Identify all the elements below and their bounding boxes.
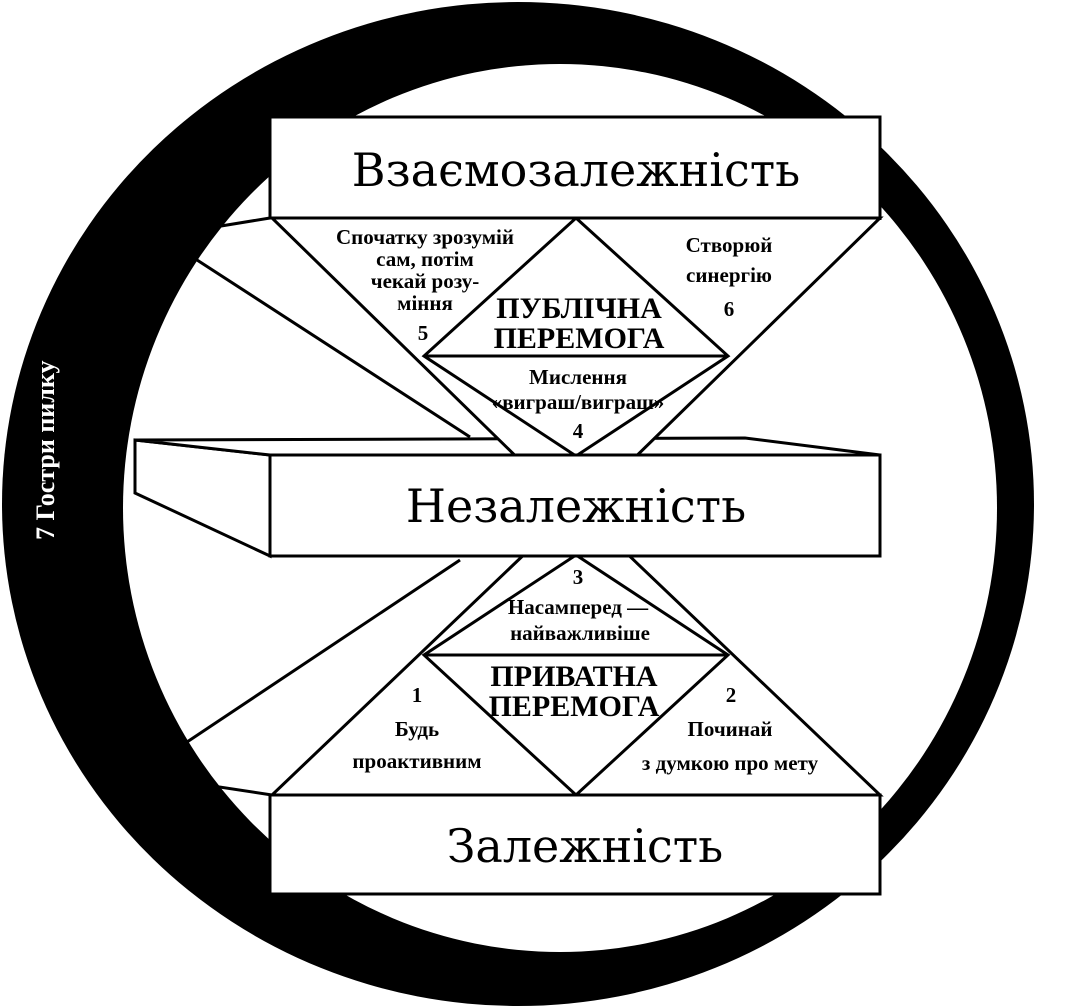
- habit6-line2: синергію: [686, 263, 772, 287]
- habit6-line1: Створюй: [686, 233, 773, 257]
- public-victory-line1: ПУБЛІЧНА: [496, 292, 662, 325]
- habit5-number: 5: [418, 321, 429, 345]
- habit4-number: 4: [573, 419, 584, 443]
- private-victory-line1: ПРИВАТНА: [490, 660, 657, 693]
- habit5-line3: чекай розу-: [371, 269, 479, 293]
- box-interdependence: [268, 115, 882, 220]
- public-victory-line2: ПЕРЕМОГА: [494, 322, 665, 355]
- habit3-line2: найважливіше: [510, 621, 650, 645]
- box-dependence: [268, 793, 882, 896]
- habit3-line1: Насамперед —: [508, 595, 649, 619]
- label-independence: Незалежність: [406, 479, 746, 533]
- habit2-line1: Починай: [688, 717, 773, 741]
- label-interdependence: Взаємозалежність: [352, 143, 800, 197]
- habit5-line4: міння: [397, 291, 453, 315]
- habit7-label: 7 Гостри пилку: [31, 361, 60, 541]
- habit1-number: 1: [412, 683, 423, 707]
- habit2-number: 2: [726, 683, 737, 707]
- label-dependence: Залежність: [447, 819, 723, 873]
- habit4-line1: Мислення: [529, 365, 627, 389]
- habit3-number: 3: [573, 565, 584, 589]
- habit2-line2: з думкою про мету: [642, 751, 819, 775]
- habit1-line1: Будь: [395, 717, 439, 741]
- habit1-line2: проактивним: [352, 749, 481, 773]
- box-independence: [268, 453, 882, 558]
- habit6-number: 6: [724, 297, 735, 321]
- habit5-line2: сам, потім: [376, 247, 474, 271]
- private-victory-line2: ПЕРЕМОГА: [489, 690, 660, 723]
- habit5-line1: Спочатку зрозумій: [336, 225, 514, 249]
- habit4-line2: «виграш/виграш»: [492, 390, 665, 414]
